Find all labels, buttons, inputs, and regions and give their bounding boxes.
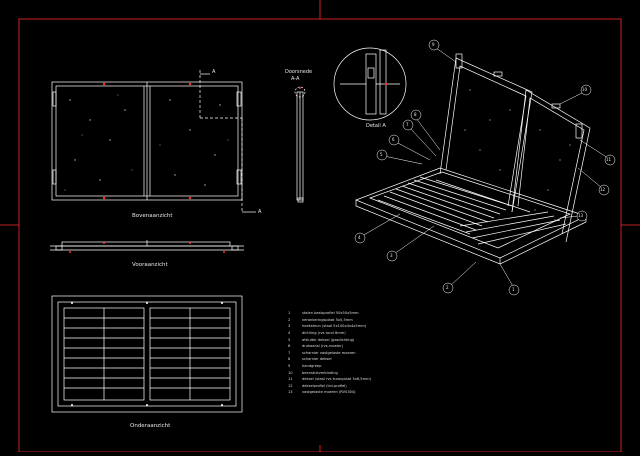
section-caption: Doorsnede <box>285 69 313 75</box>
section-id: A-A <box>291 76 300 82</box>
legend-text: deksel (staal rvs traanplaat 5x6,5mm) <box>302 377 371 382</box>
legend-text: scharnier deksel <box>302 357 332 362</box>
legend-row: 8 scharnier deksel <box>288 356 371 363</box>
legend-row: 2 verankeringsplaat 5x5,5mm <box>288 317 371 324</box>
legend-number: 4 <box>288 331 291 336</box>
legend-row: 10 beenstukverbinding <box>288 369 371 376</box>
detail-red-mark <box>384 82 388 86</box>
legend-row: 6 drukaansl (rvs-rooster) <box>288 343 371 350</box>
bottom-view <box>51 295 243 413</box>
isometric-texture <box>464 89 571 221</box>
legend-text: vastgelaste moeren (RVS304) <box>302 390 356 395</box>
legend-text: verankeringsplaat 5x5,5mm <box>302 317 353 322</box>
legend-text: afsluiter deksel (gasdichting) <box>302 337 355 342</box>
legend-number: 7 <box>288 350 291 355</box>
legend-row: 12 dekselprofiel (trd-profiel) <box>288 383 371 390</box>
bottom-view-bolts <box>71 302 223 406</box>
callout-9: 9 <box>432 41 435 47</box>
section-mark-top: A <box>212 69 216 75</box>
legend-number: 13 <box>288 390 293 395</box>
callout-13: 13 <box>578 212 584 218</box>
front-view <box>50 240 244 251</box>
legend-number: 2 <box>288 317 291 322</box>
legend-number: 1 <box>288 311 291 316</box>
callout-10: 10 <box>582 86 588 92</box>
bottom-view-caption: Onderaanzicht <box>130 423 171 429</box>
callout-8: 8 <box>414 111 417 117</box>
legend-row: 13 vastgelaste moeren (RVS304) <box>288 389 371 396</box>
section-view <box>294 86 306 203</box>
legend-number: 5 <box>288 337 291 342</box>
section-red-mark <box>299 87 301 89</box>
legend-number: 11 <box>288 377 293 382</box>
legend-row: 7 scharnier vastgelaste moeren <box>288 350 371 357</box>
legend-text: dichting (rvs rond 6mm) <box>302 331 346 336</box>
section-mark-bottom: A <box>258 209 262 215</box>
front-view-caption: Vooraanzicht <box>132 262 168 268</box>
top-view-red-marks <box>102 82 192 200</box>
callout-4: 4 <box>358 234 361 240</box>
legend-text: scharnier vastgelaste moeren <box>302 350 356 355</box>
legend-number: 8 <box>288 357 291 362</box>
detail-view <box>333 47 407 121</box>
legend-number: 6 <box>288 344 291 349</box>
legend-text: drukaansl (rvs-rooster) <box>302 344 344 349</box>
legend-row: 4 dichting (rvs rond 6mm) <box>288 330 371 337</box>
callout-2: 2 <box>446 284 449 290</box>
legend-number: 9 <box>288 364 291 369</box>
legend-text: dekselprofiel (trd-profiel) <box>302 383 347 388</box>
callout-3: 3 <box>390 252 393 258</box>
legend-text: hoeksteun (staal 5x100x4x4x5mm) <box>302 324 367 329</box>
callout-1: 1 <box>512 286 515 292</box>
legend-text: beenstukverbinding <box>302 370 338 375</box>
legend-row: 1 stalen basisprofiel 50x50x5mm <box>288 310 371 317</box>
callout-5: 5 <box>380 151 383 157</box>
legend-row: 9 handgreep <box>288 363 371 370</box>
parts-legend: 1 stalen basisprofiel 50x50x5mm 2 verankeri… <box>288 310 371 396</box>
top-view-texture <box>64 94 229 191</box>
legend-text: handgreep <box>302 364 322 369</box>
top-view-caption: Bovenaanzicht <box>132 213 173 219</box>
legend-row: 11 deksel (staal rvs traanplaat 5x6,5mm) <box>288 376 371 383</box>
callout-11: 11 <box>606 156 612 162</box>
callout-circles <box>354 39 616 296</box>
callout-7: 7 <box>406 121 409 127</box>
top-view <box>51 70 256 213</box>
callout-12: 12 <box>600 186 606 192</box>
callout-6: 6 <box>392 136 395 142</box>
legend-number: 10 <box>288 370 293 375</box>
front-view-red-marks <box>69 242 225 253</box>
legend-row: 3 hoeksteun (staal 5x100x4x4x5mm) <box>288 323 371 330</box>
legend-number: 3 <box>288 324 291 329</box>
legend-text: stalen basisprofiel 50x50x5mm <box>302 311 359 316</box>
isometric-view <box>355 53 591 265</box>
detail-caption: Detail A <box>366 123 386 129</box>
legend-row: 5 afsluiter deksel (gasdichting) <box>288 336 371 343</box>
callout-leaders <box>361 47 609 289</box>
legend-number: 12 <box>288 383 293 388</box>
